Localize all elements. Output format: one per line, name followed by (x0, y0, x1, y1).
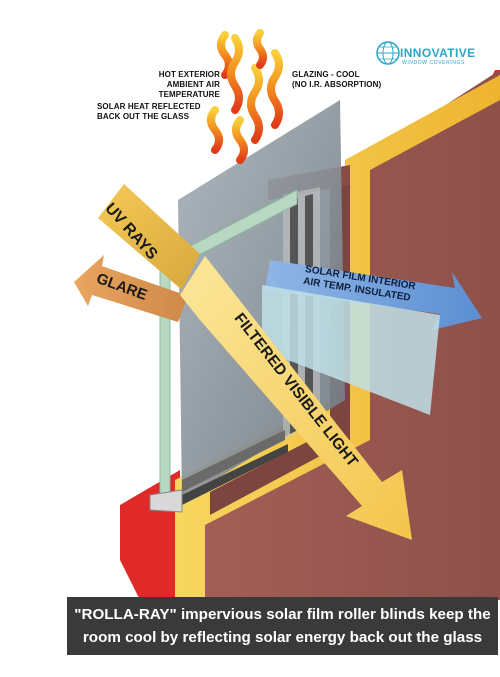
caption-box: "ROLLA-RAY" impervious solar film roller… (67, 597, 498, 655)
label-hot-exterior: HOT EXTERIOR AMBIENT AIR TEMPERATURE (158, 70, 220, 99)
caption-line-1: "ROLLA-RAY" impervious solar film roller… (74, 606, 491, 623)
caption-line-2: room cool by reflecting solar energy bac… (82, 629, 483, 646)
label-solar-heat: SOLAR HEAT REFLECTED BACK OUT THE GLASS (97, 102, 201, 121)
wall-red-edge (120, 470, 180, 600)
logo-name: INNOVATIVE (400, 46, 476, 60)
label-glazing: GLAZING - COOL (NO I.R. ABSORPTION) (292, 70, 382, 89)
filtered-light-arrow (180, 256, 412, 540)
glare-arrow (74, 255, 188, 322)
globe-icon (376, 41, 400, 65)
solar-film-shadow (262, 285, 440, 415)
solar-film-arrow (265, 260, 482, 330)
window-sill (149, 489, 183, 513)
uv-rays-arrow (98, 184, 200, 290)
wall (200, 70, 500, 600)
logo-subtitle: WINDOW COVERINGS (402, 60, 465, 66)
heat-waves (207, 29, 283, 164)
